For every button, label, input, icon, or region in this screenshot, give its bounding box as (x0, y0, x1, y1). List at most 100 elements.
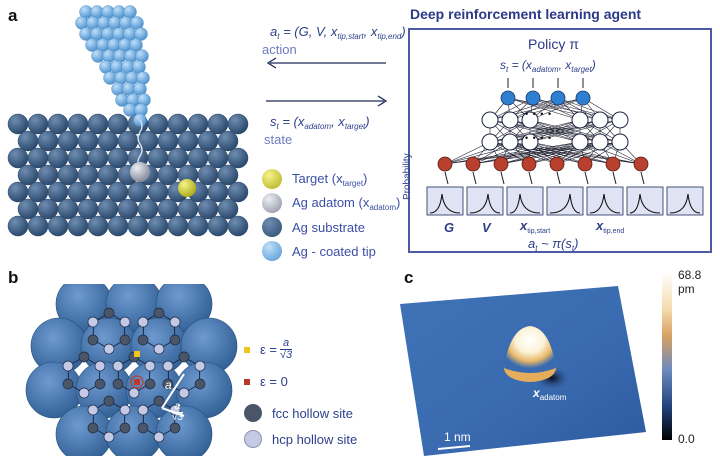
agent-title: Deep reinforcement learning agent (410, 6, 642, 22)
substrate-atom (87, 147, 109, 169)
ag-coated-tip (75, 5, 151, 127)
hidden-node (501, 133, 519, 151)
hcp-legend: hcp hollow site (244, 430, 357, 448)
input-node (500, 90, 516, 106)
input-node (525, 90, 541, 106)
hcp-hollow-site (194, 360, 206, 372)
substrate-atom (127, 215, 149, 237)
hcp-hollow-site (137, 316, 149, 328)
substrate-atom (37, 164, 59, 186)
hcp-swatch (244, 430, 262, 448)
distribution-curve (629, 193, 661, 214)
epsilon-legend-1: ε = a √3 (244, 338, 293, 361)
fcc-hollow-site (87, 422, 99, 434)
hcp-hollow-site (87, 404, 99, 416)
colorbar-min: 0.0 (678, 432, 695, 446)
substrate-atom (17, 164, 39, 186)
substrate-atom (137, 130, 159, 152)
policy-box (408, 28, 712, 253)
fcc-hollow-site (169, 422, 181, 434)
substrate-atom (147, 113, 169, 135)
substrate-atom (27, 147, 49, 169)
hidden-node (481, 133, 499, 151)
adatom-label: xadatom (533, 386, 567, 402)
substrate-atom (57, 164, 79, 186)
substrate-atom (67, 113, 89, 135)
policy-state-equation: st = (xadatom, xtarget) (500, 58, 596, 74)
substrate-atom (207, 181, 229, 203)
substrate-atom (227, 215, 249, 237)
action-equation: at = (G, V, xtip,start, xtip,end) (270, 24, 406, 41)
substrate-atom (157, 130, 179, 152)
substrate-atom (187, 215, 209, 237)
colorbar-max: 68.8 pm (678, 268, 702, 296)
hidden-node (571, 133, 589, 151)
a-length-label: a (165, 378, 172, 392)
substrate-atom (97, 130, 119, 152)
hidden-node (521, 133, 539, 151)
substrate-atom (87, 181, 109, 203)
target-marker (178, 179, 196, 197)
fcc-hollow-site (194, 378, 206, 390)
hidden-dots-1: • • • • (525, 109, 553, 119)
policy-equation: at ~ π(st) (528, 236, 579, 253)
stm-tip-and-substrate (7, 5, 249, 237)
hcp-hollow-site (103, 431, 115, 443)
substrate-atom (117, 198, 139, 220)
hcp-hollow-site (119, 404, 131, 416)
panel-b-label: b (8, 268, 19, 287)
substrate-atom (97, 164, 119, 186)
substrate-atom (67, 181, 89, 203)
substrate-atom (157, 164, 179, 186)
substrate-atom (207, 113, 229, 135)
distribution-curve (509, 193, 541, 214)
substrate-atom (27, 215, 49, 237)
fcc-hollow-site (169, 334, 181, 346)
action-caption: action (262, 42, 297, 57)
epsilon-zero-ring (130, 375, 144, 389)
output-node (465, 156, 481, 172)
distribution-curve (589, 193, 621, 214)
hcp-hollow-site (78, 387, 90, 399)
distribution-curve (469, 193, 501, 214)
substrate-atom (227, 181, 249, 203)
output-node (549, 156, 565, 172)
adatom-bump (504, 326, 556, 373)
hidden-node (481, 111, 499, 129)
fcc-hollow-site (94, 378, 106, 390)
substrate-atom (67, 215, 89, 237)
hcp-hollow-site (137, 404, 149, 416)
scale-bar (437, 445, 471, 450)
substrate-atom (117, 130, 139, 152)
policy-title: Policy π (528, 36, 579, 52)
hidden-node (521, 111, 539, 129)
substrate-atom (207, 215, 229, 237)
substrate-atom (167, 147, 189, 169)
hcp-hollow-site (119, 316, 131, 328)
fcc-swatch (244, 404, 262, 422)
substrate-atom (17, 198, 39, 220)
substrate-atom (217, 130, 239, 152)
output-node (521, 156, 537, 172)
distribution-box (546, 186, 584, 216)
substrate-atom (147, 215, 169, 237)
substrate-atom (7, 147, 29, 169)
fcc-hollow-site (103, 307, 115, 319)
hcp-hollow-site (153, 431, 165, 443)
fcc-hollow-site (178, 351, 190, 363)
substrate-atom (167, 113, 189, 135)
substrate-atom (77, 198, 99, 220)
substrate-atom (147, 147, 169, 169)
state-arrow (266, 95, 388, 107)
output-node (577, 156, 593, 172)
state-caption: state (264, 132, 293, 147)
substrate-atom (157, 198, 179, 220)
fcc-hollow-site (137, 334, 149, 346)
epsilon-legend-2: ε = 0 (244, 374, 288, 389)
substrate-atom (7, 215, 29, 237)
epsilon-zero-marker (134, 379, 140, 385)
substrate-atom (227, 147, 249, 169)
input-node (575, 90, 591, 106)
fcc-hollow-site (153, 395, 165, 407)
substrate-atom (107, 113, 129, 135)
